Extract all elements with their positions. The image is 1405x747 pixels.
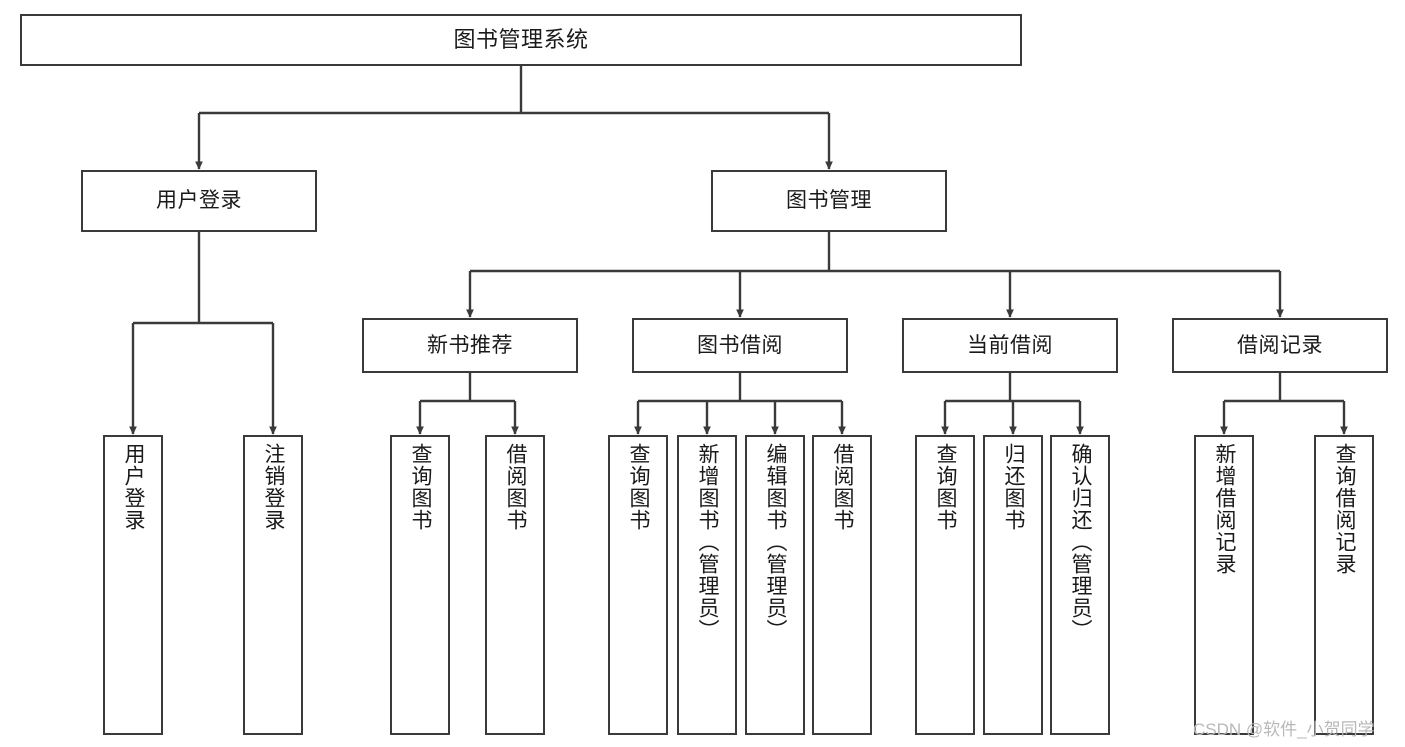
node-leaf-user-login[interactable]: 用户登录	[103, 435, 163, 735]
node-borrow-record[interactable]: 借阅记录	[1172, 318, 1388, 373]
node-leaf-br-query[interactable]: 查询借阅记录	[1314, 435, 1374, 735]
node-label-leaf-user-login: 用户登录	[122, 443, 146, 531]
node-leaf-br-add[interactable]: 新增借阅记录	[1194, 435, 1254, 735]
node-label-leaf-rec-borrow: 借阅图书	[504, 443, 528, 531]
node-label-leaf-cb-return: 归还图书	[1002, 443, 1026, 531]
node-user-login[interactable]: 用户登录	[81, 170, 317, 232]
node-root[interactable]: 图书管理系统	[20, 14, 1022, 66]
node-label-leaf-bb-borrow: 借阅图书	[831, 443, 855, 531]
node-label-book-borrow: 图书借阅	[697, 333, 783, 357]
node-book-mgmt[interactable]: 图书管理	[711, 170, 947, 232]
node-label-leaf-rec-query: 查询图书	[409, 443, 433, 531]
node-label-borrow-record: 借阅记录	[1237, 333, 1323, 357]
node-label-current-borrow: 当前借阅	[967, 333, 1053, 357]
node-new-book-rec[interactable]: 新书推荐	[362, 318, 578, 373]
node-label-user-login: 用户登录	[156, 189, 242, 213]
node-current-borrow[interactable]: 当前借阅	[902, 318, 1118, 373]
node-leaf-rec-borrow[interactable]: 借阅图书	[485, 435, 545, 735]
node-label-leaf-br-query: 查询借阅记录	[1333, 443, 1357, 575]
node-leaf-user-logout[interactable]: 注销登录	[243, 435, 303, 735]
node-leaf-bb-add[interactable]: 新增图书（管理员）	[677, 435, 737, 735]
csdn-watermark: CSDN @软件_小贺同学	[1193, 720, 1375, 739]
node-leaf-bb-query[interactable]: 查询图书	[608, 435, 668, 735]
node-label-leaf-br-add: 新增借阅记录	[1213, 443, 1237, 575]
node-label-book-mgmt: 图书管理	[786, 189, 872, 213]
node-leaf-cb-return[interactable]: 归还图书	[983, 435, 1043, 735]
node-label-leaf-bb-add: 新增图书（管理员）	[696, 443, 720, 641]
node-label-leaf-bb-query: 查询图书	[627, 443, 651, 531]
node-leaf-bb-borrow[interactable]: 借阅图书	[812, 435, 872, 735]
node-leaf-bb-edit[interactable]: 编辑图书（管理员）	[745, 435, 805, 735]
node-label-leaf-cb-query: 查询图书	[934, 443, 958, 531]
node-label-new-book-rec: 新书推荐	[427, 333, 513, 357]
node-label-leaf-bb-edit: 编辑图书（管理员）	[764, 443, 788, 641]
node-label-root: 图书管理系统	[453, 26, 589, 52]
node-leaf-cb-query[interactable]: 查询图书	[915, 435, 975, 735]
node-label-leaf-cb-confirm: 确认归还（管理员）	[1069, 443, 1093, 641]
node-leaf-cb-confirm[interactable]: 确认归还（管理员）	[1050, 435, 1110, 735]
node-label-leaf-user-logout: 注销登录	[262, 443, 286, 531]
node-leaf-rec-query[interactable]: 查询图书	[390, 435, 450, 735]
node-book-borrow[interactable]: 图书借阅	[632, 318, 848, 373]
